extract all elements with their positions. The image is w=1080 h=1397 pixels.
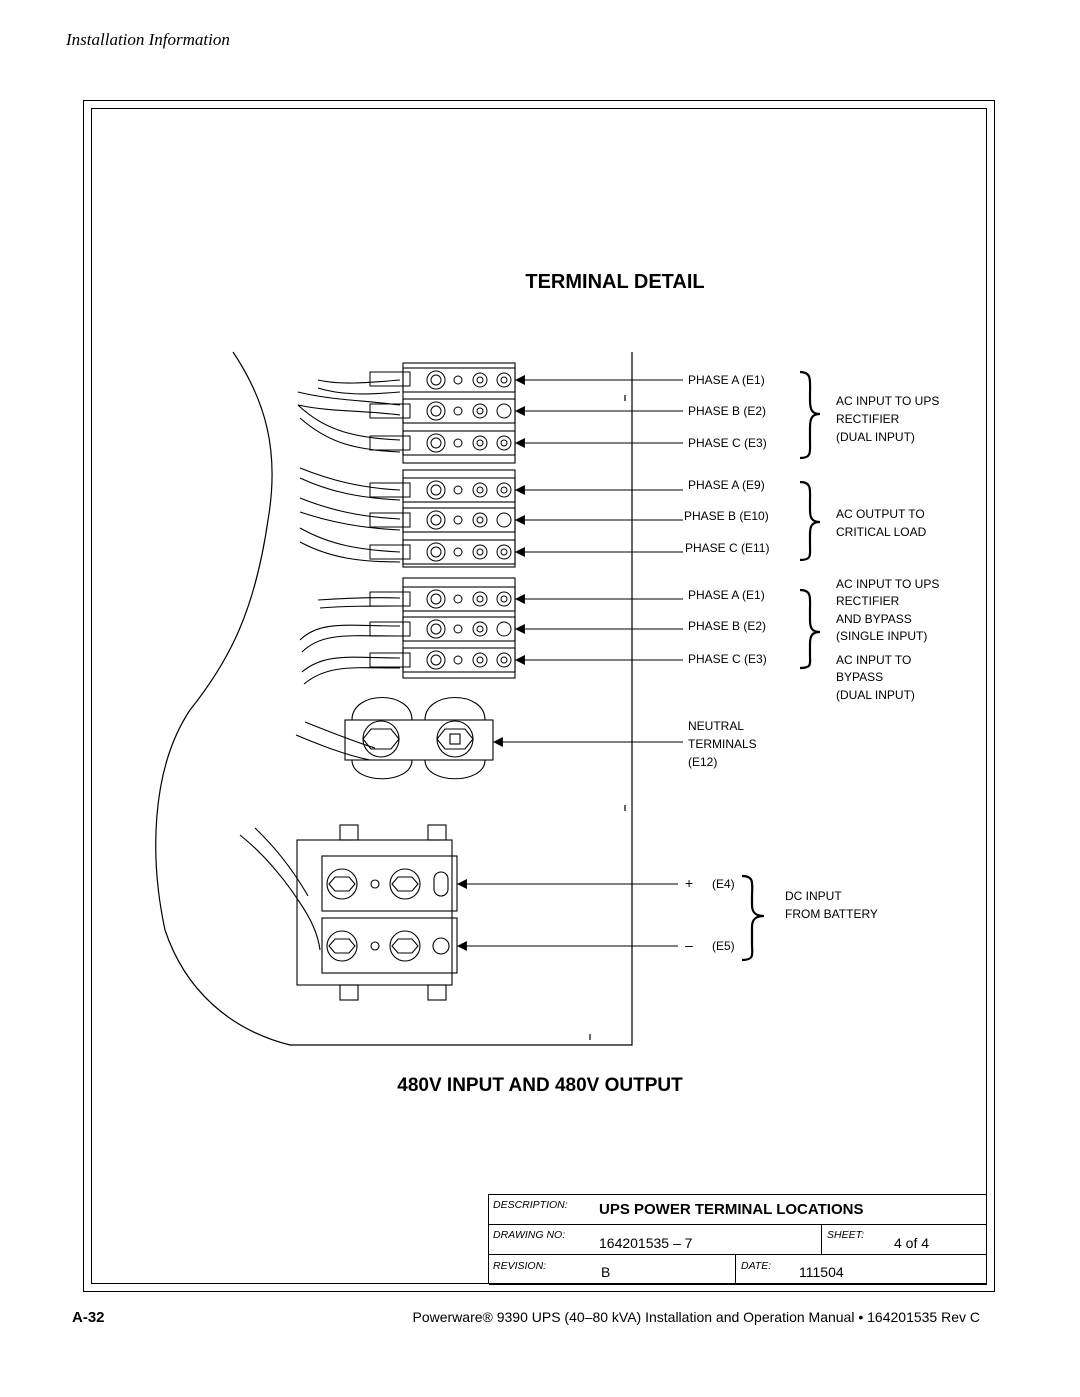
label-dc-pos: (E4) — [712, 877, 735, 891]
terminal-studs — [426, 370, 512, 670]
label-g1-phase-c: PHASE C (E3) — [688, 436, 767, 450]
label-g2-desc-1: AC OUTPUT TO — [836, 507, 925, 521]
label-g3-desc-1: AC INPUT TO UPS — [836, 577, 939, 591]
label-g1-phase-b: PHASE B (E2) — [688, 404, 766, 418]
braces — [741, 370, 821, 962]
label-dc-neg: (E5) — [712, 939, 735, 953]
label-neutral-2: TERMINALS — [688, 737, 757, 751]
page-number: A-32 — [72, 1309, 105, 1326]
drawing-inner-frame — [91, 108, 987, 1284]
label-g2-phase-a: PHASE A (E9) — [688, 478, 765, 492]
title-block-drawing-row: DRAWING NO: 164201535 – 7 SHEET: 4 of 4 — [489, 1225, 987, 1255]
title-block-description-row: DESCRIPTION: UPS POWER TERMINAL LOCATION… — [489, 1195, 987, 1225]
drawing-no-value: 164201535 – 7 — [599, 1235, 693, 1251]
label-neutral-1: NEUTRAL — [688, 719, 744, 733]
dc-terminal — [296, 824, 458, 1001]
date-value: 111504 — [799, 1264, 844, 1280]
label-g3-desc-3: AND BYPASS — [836, 612, 912, 626]
cabinet-outline — [155, 351, 633, 1046]
description-value: UPS POWER TERMINAL LOCATIONS — [599, 1201, 864, 1218]
terminal-group-1 — [402, 362, 516, 464]
label-g3-phase-c: PHASE C (E3) — [688, 652, 767, 666]
diagram-labels: PHASE A (E1) PHASE B (E2) PHASE C (E3) A… — [684, 373, 939, 953]
description-caption: DESCRIPTION: — [493, 1199, 568, 1211]
manual-footer: Powerware® 9390 UPS (40–80 kVA) Installa… — [412, 1309, 980, 1325]
revision-caption: REVISION: — [493, 1260, 547, 1272]
label-g2-phase-b: PHASE B (E10) — [684, 509, 769, 523]
sheet-caption: SHEET: — [827, 1229, 865, 1241]
title-block-revision-row: REVISION: B DATE: 111504 — [489, 1255, 987, 1285]
cables — [239, 379, 401, 951]
label-g1-phase-a: PHASE A (E1) — [688, 373, 765, 387]
drawing-subtitle: 480V INPUT AND 480V OUTPUT — [397, 1075, 683, 1096]
label-g3-phase-b: PHASE B (E2) — [688, 619, 766, 633]
label-g1-desc-1: AC INPUT TO UPS — [836, 394, 939, 408]
neutral-terminal — [344, 697, 494, 780]
title-block: DESCRIPTION: UPS POWER TERMINAL LOCATION… — [488, 1194, 987, 1285]
label-g3-desc-2: RECTIFIER — [836, 594, 900, 608]
label-dc-desc-2: FROM BATTERY — [785, 907, 878, 921]
date-caption: DATE: — [741, 1260, 772, 1272]
section-header: Installation Information — [66, 30, 230, 49]
label-g3-desc-5: AC INPUT TO — [836, 653, 911, 667]
label-g2-desc-2: CRITICAL LOAD — [836, 525, 927, 539]
revision-value: B — [601, 1264, 611, 1280]
drawing-outer-frame — [83, 100, 995, 1292]
label-g3-desc-6: BYPASS — [836, 670, 883, 684]
label-g1-desc-3: (DUAL INPUT) — [836, 430, 915, 444]
leader-lines — [457, 375, 683, 951]
label-g2-phase-c: PHASE C (E11) — [685, 541, 769, 555]
label-g1-desc-2: RECTIFIER — [836, 412, 900, 426]
terminal-blocks — [402, 362, 516, 679]
label-dc-pos-sign: + — [685, 875, 693, 891]
lug-barrels — [369, 371, 411, 668]
label-g3-phase-a: PHASE A (E1) — [688, 588, 765, 602]
drawing-title: TERMINAL DETAIL — [525, 271, 705, 293]
label-g3-desc-7: (DUAL INPUT) — [836, 688, 915, 702]
label-dc-neg-sign: – — [685, 937, 693, 953]
label-g3-desc-4: (SINGLE INPUT) — [836, 629, 927, 643]
sheet-value: 4 of 4 — [894, 1235, 930, 1251]
label-dc-desc-1: DC INPUT — [785, 889, 842, 903]
drawing-no-caption: DRAWING NO: — [493, 1229, 566, 1241]
label-neutral-3: (E12) — [688, 755, 717, 769]
terminal-group-2 — [402, 469, 516, 568]
